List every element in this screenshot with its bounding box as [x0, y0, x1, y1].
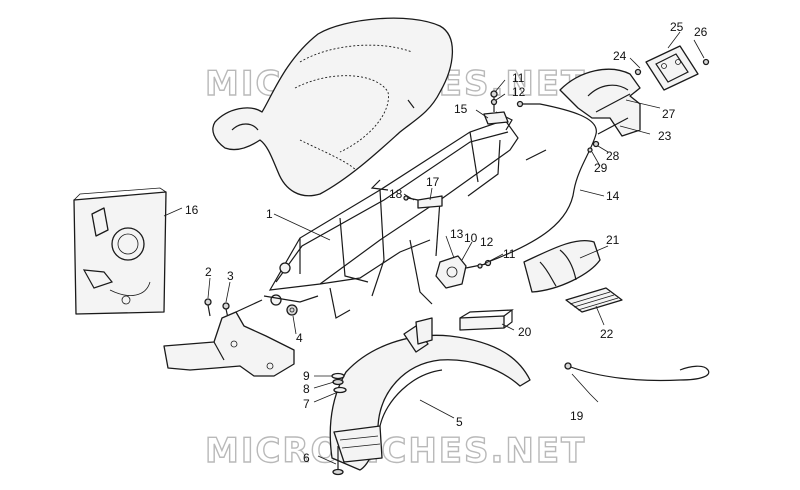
lock-13 [435, 255, 492, 289]
tool-roll-21 [523, 240, 601, 293]
bolts-28-29 [587, 140, 600, 153]
callout-14: 14 [606, 189, 620, 203]
callout-13: 13 [450, 227, 464, 241]
callout-1: 1 [266, 207, 273, 221]
callout-18: 18 [389, 187, 403, 201]
callout-10: 10 [464, 231, 478, 245]
callout-19: 19 [570, 409, 584, 423]
callout-11: 11 [512, 71, 525, 85]
fasteners-6-9 [331, 372, 347, 476]
callout-24: 24 [613, 49, 627, 63]
nut-4 [286, 304, 298, 316]
plate-holder-25 [634, 45, 710, 91]
callout-2: 2 [205, 265, 212, 279]
callout-20: 20 [518, 325, 532, 339]
seat [212, 17, 453, 197]
taillight-bracket-23 [559, 68, 641, 137]
lower-bracket [163, 299, 295, 377]
callout-23: 23 [658, 129, 672, 143]
callout-25: 25 [670, 20, 684, 34]
cable-19 [564, 362, 710, 382]
tray-20 [459, 309, 514, 331]
callout-15: 15 [454, 102, 468, 116]
cable-14 [487, 100, 597, 263]
manual-22 [565, 287, 623, 313]
callout-28: 28 [606, 149, 620, 163]
callout-9: 9 [303, 369, 310, 383]
callout-12-lower: 12 [480, 235, 494, 249]
callout-12: 12 [512, 85, 526, 99]
rear-frame [263, 111, 519, 319]
callout-labels: 1 2 3 4 5 6 7 8 9 10 11 12 13 14 15 16 1… [185, 20, 684, 465]
callout-8: 8 [303, 382, 310, 396]
mudguard-5 [329, 317, 531, 471]
bolts-2-3 [204, 298, 230, 319]
brackets-17-18 [403, 195, 443, 209]
watermark-bottom: MICROFICHES.NET [205, 431, 586, 471]
callout-21: 21 [606, 233, 620, 247]
callout-17: 17 [426, 175, 440, 189]
callout-6: 6 [303, 451, 310, 465]
clamp-15 [483, 90, 509, 125]
callout-27: 27 [662, 107, 676, 121]
callout-29: 29 [594, 161, 608, 175]
callout-26-label: 26 [694, 25, 708, 39]
callout-11-lower: 11 [503, 247, 516, 261]
callout-16: 16 [185, 203, 199, 217]
kit-bag-16 [73, 187, 167, 315]
callout-3: 3 [227, 269, 234, 283]
callout-22: 22 [600, 327, 614, 341]
callout-7: 7 [303, 397, 310, 411]
callout-5: 5 [456, 415, 463, 429]
callout-4: 4 [296, 331, 303, 345]
leader-lines [163, 31, 705, 465]
